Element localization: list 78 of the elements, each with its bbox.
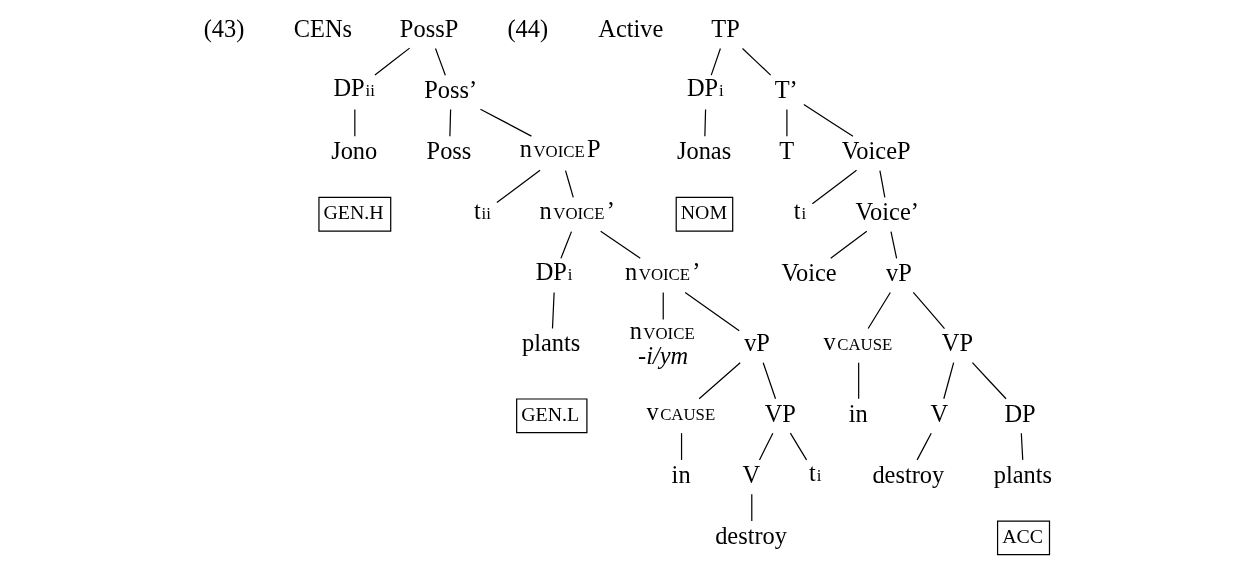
connector (943, 362, 955, 400)
connector (710, 47, 721, 76)
connector (912, 291, 946, 330)
label: (44) (507, 14, 549, 42)
node-text: ti (793, 196, 807, 224)
node-text: DPi (535, 257, 573, 285)
connector (751, 493, 753, 522)
connector (758, 432, 774, 461)
node-text: plants (522, 329, 581, 357)
connector (684, 291, 740, 332)
node-text: PossP (399, 14, 459, 42)
node-text: Jonas (676, 137, 732, 164)
connector (434, 47, 446, 76)
node-text: DP (1004, 399, 1036, 427)
connector (879, 169, 886, 198)
node-text: Voice’ (855, 198, 919, 226)
node-box: ACC (997, 520, 1051, 556)
node-text: nVOICE -i/ym (629, 317, 695, 369)
node-text: Poss (426, 137, 472, 164)
connector (786, 108, 788, 137)
node-text: tii (473, 196, 491, 224)
connector (662, 291, 664, 321)
node-text: V (930, 399, 949, 427)
node-text: Jono (331, 137, 378, 164)
node-text: T (779, 137, 795, 164)
node-text: plants (993, 460, 1053, 488)
node-text: nVOICE’ (625, 257, 701, 285)
connector (803, 103, 854, 137)
connector (704, 108, 707, 137)
node-text: vP (744, 329, 770, 357)
node-text: VP (764, 399, 796, 427)
node-text: VoiceP (841, 137, 911, 164)
connector (564, 169, 574, 198)
connector (741, 47, 772, 76)
connector (762, 362, 777, 400)
node-text: TP (711, 14, 740, 42)
node-text: V (742, 460, 761, 488)
connector (971, 362, 1007, 400)
node-text: DPii (333, 74, 375, 102)
node-box: NOM (675, 196, 734, 232)
node-box: GEN.H (318, 196, 392, 232)
connector (551, 291, 555, 330)
node-text: VP (941, 329, 974, 357)
connector (811, 169, 858, 205)
connector (1020, 432, 1024, 461)
node-text: vP (886, 259, 912, 287)
connector (354, 108, 356, 137)
label: Active (598, 14, 664, 42)
connector (858, 362, 860, 400)
node-text: in (671, 460, 691, 488)
connector (698, 362, 741, 400)
node-text: T’ (774, 75, 798, 103)
connector (496, 169, 541, 204)
connector (449, 108, 452, 137)
label: (43) (203, 14, 245, 42)
node-text: DPi (686, 74, 724, 102)
node-text: destroy (872, 460, 945, 488)
label: CENs (293, 14, 353, 42)
node-text: vCAUSE (823, 327, 893, 355)
node-text: in (848, 399, 868, 427)
node-text: destroy (715, 521, 787, 549)
node-box: GEN.L (516, 398, 588, 434)
connector (789, 432, 808, 461)
node-text: nVOICEP (519, 135, 601, 163)
connector (890, 231, 898, 259)
node-text: vCAUSE (646, 398, 716, 426)
connector (374, 47, 411, 76)
node-text: Voice (781, 259, 837, 287)
node-text: ti (809, 459, 822, 487)
connector (867, 291, 891, 330)
connector (680, 432, 683, 461)
node-text: nVOICE’ (539, 196, 615, 224)
connector (830, 230, 868, 259)
connector (560, 231, 573, 259)
node-text: Poss’ (424, 75, 478, 103)
connector (916, 432, 932, 461)
connector (600, 230, 641, 259)
connector (479, 108, 532, 137)
